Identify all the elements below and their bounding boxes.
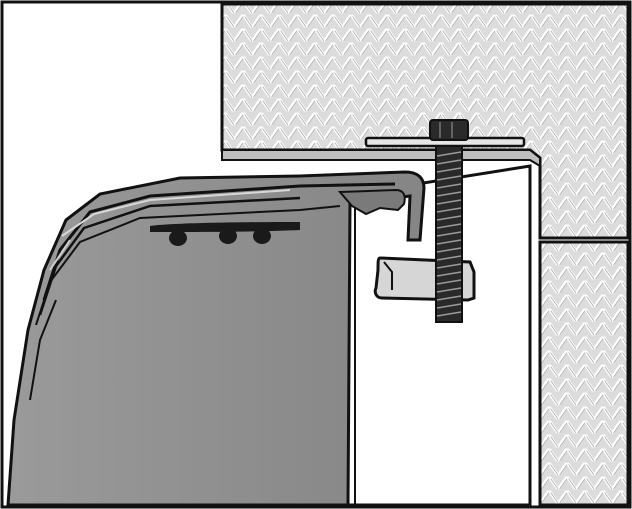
sink-rim-highlight bbox=[61, 189, 291, 237]
pad-1 bbox=[169, 230, 187, 246]
sink-flange-lip bbox=[337, 188, 406, 216]
basin-wall-contour bbox=[29, 299, 57, 401]
thread-mark bbox=[436, 231, 462, 237]
mounting-bolt bbox=[364, 119, 526, 323]
thread-mark bbox=[436, 287, 462, 293]
thread-mark bbox=[436, 159, 462, 165]
pad-strip bbox=[150, 222, 300, 232]
underside-pads bbox=[150, 222, 300, 246]
thread-mark bbox=[436, 239, 462, 245]
bolt-head bbox=[429, 119, 469, 141]
pad-2 bbox=[219, 228, 237, 244]
sink-basin bbox=[6, 170, 426, 507]
thread-mark bbox=[436, 215, 462, 221]
thread-mark bbox=[436, 271, 462, 277]
thread-mark bbox=[436, 223, 462, 229]
pad-3 bbox=[253, 228, 271, 244]
thread-mark bbox=[436, 175, 462, 181]
thread-mark bbox=[436, 207, 462, 213]
clip-hook bbox=[383, 261, 393, 290]
thread-mark bbox=[436, 247, 462, 253]
sink-body bbox=[6, 170, 426, 507]
countertop-lower-slab bbox=[538, 240, 630, 507]
thread-mark bbox=[436, 263, 462, 269]
thread-mark bbox=[436, 255, 462, 261]
thread-mark bbox=[436, 151, 462, 157]
thread-mark bbox=[436, 303, 462, 309]
thread-mark bbox=[436, 311, 462, 317]
thread-mark bbox=[436, 199, 462, 205]
sink-rim-line-3 bbox=[35, 205, 341, 326]
thread-mark bbox=[436, 183, 462, 189]
thread-mark bbox=[436, 279, 462, 285]
thread-mark bbox=[436, 191, 462, 197]
bolt-threads bbox=[436, 151, 462, 317]
thread-mark bbox=[436, 167, 462, 173]
sink-rim-highlight-2 bbox=[49, 239, 71, 271]
thread-mark bbox=[436, 295, 462, 301]
